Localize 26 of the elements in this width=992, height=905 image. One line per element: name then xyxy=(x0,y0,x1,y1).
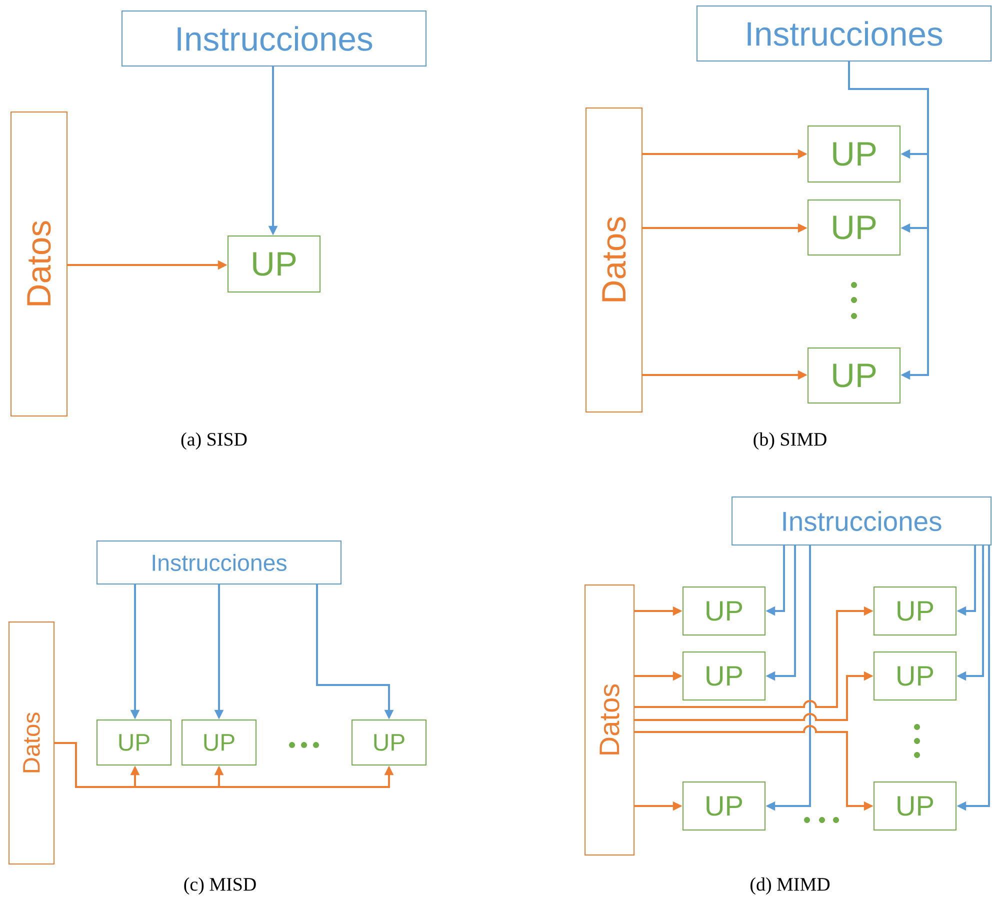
processing-unit-box: UP xyxy=(874,652,956,700)
caption: (d) MIMD xyxy=(750,877,830,895)
data-box: Datos xyxy=(8,622,55,864)
processing-unit-box: UP xyxy=(808,126,900,182)
caption: (a) SISD xyxy=(181,432,247,450)
processing-unit-box: UP xyxy=(874,782,956,830)
data-box: Datos xyxy=(586,108,642,412)
instructions-box: Instrucciones xyxy=(696,6,992,62)
arrow xyxy=(848,62,929,380)
instructions-box: Instrucciones xyxy=(122,10,426,67)
processing-unit-box: UP xyxy=(352,720,426,766)
processing-unit-box: UP xyxy=(182,720,256,766)
data-box: Datos xyxy=(584,584,635,856)
caption: (b) SIMD xyxy=(754,432,826,450)
processing-unit-box: UP xyxy=(808,348,900,404)
processing-unit-box: UP xyxy=(228,236,320,292)
caption: (c) MISD xyxy=(184,877,256,895)
instructions-box: Instrucciones xyxy=(732,496,992,546)
processing-unit-box: UP xyxy=(682,782,766,830)
data-box: Datos xyxy=(10,112,68,416)
processing-unit-box: UP xyxy=(874,586,956,636)
processing-unit-box: UP xyxy=(808,200,900,256)
processing-unit-box: UP xyxy=(96,720,172,766)
processing-unit-box: UP xyxy=(682,586,766,636)
processing-unit-box: UP xyxy=(682,652,766,700)
instructions-box: Instrucciones xyxy=(96,540,342,584)
